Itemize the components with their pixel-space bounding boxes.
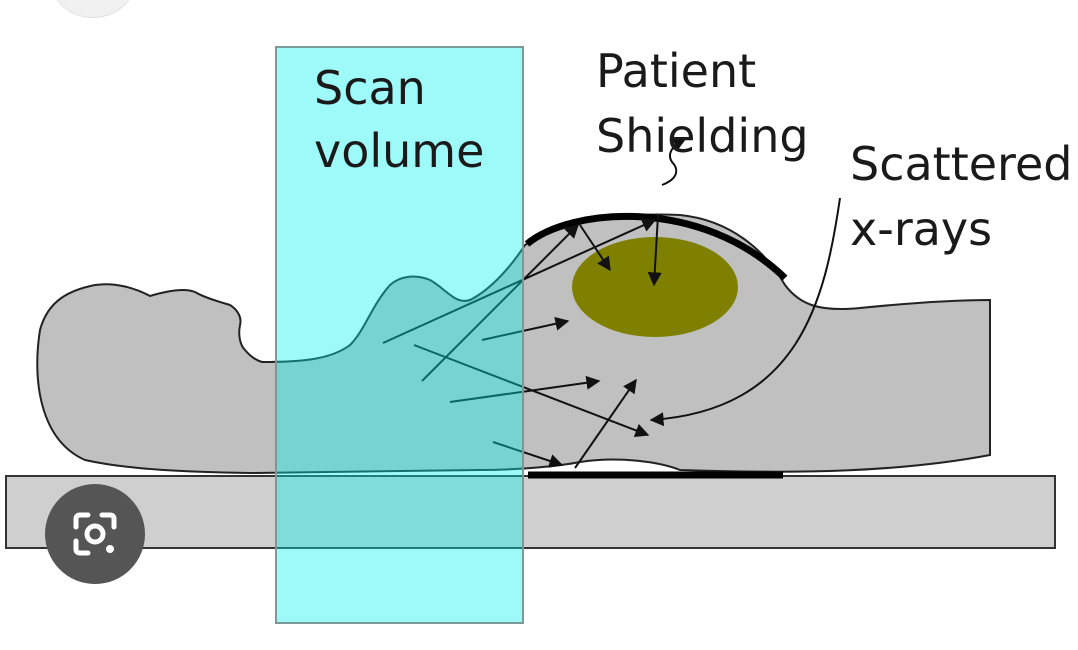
- scattered-xrays-label-line2: x-rays: [850, 202, 992, 256]
- patient-shielding-label-line1: Patient: [596, 44, 756, 98]
- patient-shielding-arc: [524, 212, 788, 281]
- scan-volume-label-line1: Scan: [314, 61, 426, 115]
- scattered-xray-arrows: [382, 137, 841, 469]
- scattered-xrays-label-line1: Scattered: [850, 137, 1072, 191]
- scan-volume-label-line2: volume: [314, 124, 484, 178]
- google-lens-button[interactable]: [45, 484, 145, 584]
- google-lens-icon: [73, 512, 117, 556]
- patient-shielding-label-line2: Shielding: [596, 109, 809, 163]
- shielded-organ: [572, 237, 738, 337]
- patient-table: [5, 475, 1056, 549]
- scan-volume: [275, 46, 524, 624]
